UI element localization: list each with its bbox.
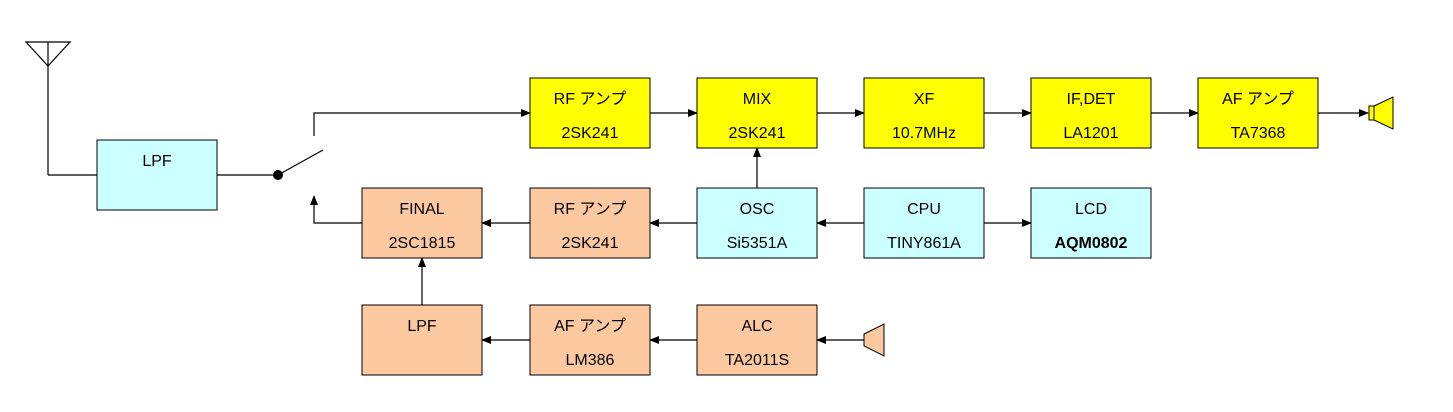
- switch-icon: [273, 149, 324, 180]
- block-box: [1197, 77, 1319, 149]
- block-box: [361, 304, 483, 376]
- block-cpu: CPU TINY861A: [863, 187, 985, 259]
- block-part-number: TINY861A: [887, 235, 961, 252]
- block-box: [696, 304, 818, 376]
- block-mix: MIX 2SK241: [696, 77, 818, 149]
- antenna-icon: [24, 41, 97, 176]
- block-lpf-ant: LPF: [96, 139, 218, 211]
- block-box: [529, 77, 651, 149]
- block-part-number: 2SK241: [562, 125, 619, 142]
- block-title: MIX: [743, 91, 772, 108]
- block-title: ALC: [741, 318, 772, 335]
- block-title: FINAL: [399, 201, 444, 218]
- block-alc: ALC TA2011S: [696, 304, 818, 376]
- block-rf-amp-tx: RF アンプ 2SK241: [529, 187, 651, 259]
- block-title: AF アンプ: [554, 317, 626, 335]
- block-xf: XF 10.7MHz: [863, 77, 985, 149]
- speaker-icon: [1368, 96, 1394, 130]
- block-part-number: 2SK241: [729, 125, 786, 142]
- block-box: [1030, 77, 1152, 149]
- block-final: FINAL 2SC1815: [361, 187, 483, 259]
- block-lpf-tx: LPF: [361, 304, 483, 376]
- block-box: [863, 187, 985, 259]
- block-title: LCD: [1075, 201, 1107, 218]
- block-rf-amp-rx: RF アンプ 2SK241: [529, 77, 651, 149]
- block-box: [863, 77, 985, 149]
- block-title: LPF: [407, 318, 437, 335]
- block-title: RF アンプ: [554, 200, 627, 218]
- block-lcd: LCD AQM0802: [1030, 187, 1152, 259]
- block-af-amp-rx: AF アンプ TA7368: [1197, 77, 1319, 149]
- block-box: [529, 187, 651, 259]
- block-title: IF,DET: [1067, 91, 1116, 108]
- block-title: AF アンプ: [1222, 90, 1294, 108]
- block-part-number: LA1201: [1063, 125, 1118, 142]
- block-box: [1030, 187, 1152, 259]
- wire-final-switch: [310, 195, 362, 224]
- block-part-number: AQM0802: [1055, 235, 1128, 252]
- block-title: OSC: [740, 201, 775, 218]
- block-box: [529, 304, 651, 376]
- block-box: [696, 187, 818, 259]
- block-box: [361, 187, 483, 259]
- block-af-amp-tx: AF アンプ LM386: [529, 304, 651, 376]
- block-part-number: TA2011S: [725, 352, 789, 369]
- block-osc: OSC Si5351A: [696, 187, 818, 259]
- block-part-number: 2SK241: [562, 235, 619, 252]
- block-box: [696, 77, 818, 149]
- block-part-number: 10.7MHz: [892, 125, 956, 142]
- microphone-icon: [863, 323, 885, 357]
- block-title: CPU: [907, 201, 941, 218]
- block-part-number: LM386: [566, 352, 615, 369]
- block-part-number: Si5351A: [727, 235, 788, 252]
- block-title: LPF: [142, 153, 172, 170]
- block-box: [96, 139, 218, 211]
- block-if-det: IF,DET LA1201: [1030, 77, 1152, 149]
- block-title: RF アンプ: [554, 90, 627, 108]
- block-part-number: 2SC1815: [389, 235, 456, 252]
- block-part-number: TA7368: [1231, 125, 1286, 142]
- wire-switch-rx: [313, 109, 531, 136]
- block-title: XF: [914, 91, 935, 108]
